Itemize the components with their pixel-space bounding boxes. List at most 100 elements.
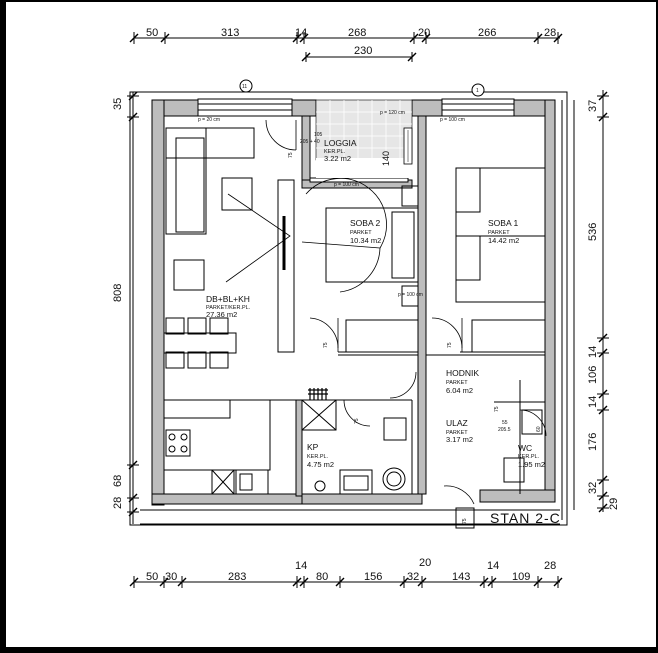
wc-toilet-icon [503, 457, 525, 483]
wardrobe-soba1-icon [471, 319, 546, 353]
svg-text:10.34 m2: 10.34 m2 [350, 236, 381, 245]
right-dim-3: 14 [587, 346, 599, 358]
axis-marker-1 [471, 83, 485, 97]
svg-text:PARKET/KER.PL.: PARKET/KER.PL. [206, 305, 251, 311]
armchair-icon [173, 259, 205, 291]
svg-text:6.04 m2: 6.04 m2 [446, 386, 473, 395]
left-dimension-line [127, 92, 139, 524]
svg-text:LOGGIA: LOGGIA [324, 138, 357, 148]
bottom-dimension-ticks [129, 577, 563, 587]
kp-washbasin-icon [339, 469, 373, 495]
room-label-loggia: LOGGIA KER.PL. 3.22 m2 [324, 138, 357, 163]
furniture [163, 127, 546, 529]
note-loggia-h: 140 [381, 151, 391, 166]
right-dim-6: 176 [587, 433, 599, 451]
note-p20: p = 20 cm [198, 117, 220, 123]
bottom-dim-8: 143 [452, 571, 470, 583]
axis-marker-11 [239, 79, 253, 93]
svg-text:1.95 m2: 1.95 m2 [518, 460, 545, 469]
svg-text:3.22 m2: 3.22 m2 [324, 154, 351, 163]
door-mark-6: 75 [462, 518, 468, 524]
living-door-swing-icon [225, 193, 291, 283]
svg-text:SOBA 2: SOBA 2 [350, 218, 381, 228]
right-dim-4: 106 [587, 366, 599, 384]
wardrobe-soba2-icon [345, 319, 419, 353]
svg-text:KER.PL.: KER.PL. [518, 454, 540, 460]
note-p100-soba2: p = 100 cm [334, 182, 359, 188]
top-dim-7: 28 [544, 27, 556, 39]
svg-text:KP: KP [307, 442, 319, 452]
room-label-soba1: SOBA 1 PARKET 14.42 m2 [488, 218, 519, 245]
bottom-dim-9: 14 [487, 560, 499, 572]
left-dim-3: 68 [112, 475, 124, 487]
door-mark-4: 75 [354, 418, 360, 424]
doors [225, 119, 547, 505]
top-dim-3: 14 [295, 27, 307, 39]
svg-text:KER.PL.: KER.PL. [307, 454, 329, 460]
note-loggia-w1: 105 [314, 132, 323, 138]
svg-text:27.36 m2: 27.36 m2 [206, 310, 237, 319]
note-p100-door: p = 100 cm [398, 292, 423, 298]
bottom-dim-1: 50 [146, 571, 158, 583]
door-mark-3: 75 [288, 152, 294, 158]
bottom-dim-10: 109 [512, 571, 530, 583]
door-mark-5: 75 [494, 406, 500, 412]
right-dim-5: 14 [587, 396, 599, 408]
bed-soba1-icon [455, 167, 546, 303]
note-loggia-w2: 205 + 40 [300, 139, 320, 145]
room-label-wc: WC KER.PL. 1.95 m2 [518, 443, 545, 469]
svg-text:ULAZ: ULAZ [446, 418, 468, 428]
windows [197, 98, 515, 183]
top-dim-5: 20 [418, 27, 430, 39]
svg-text:SOBA 1: SOBA 1 [488, 218, 519, 228]
shower-icon [301, 399, 337, 431]
dining-table-icon [163, 332, 237, 354]
washing-machine-icon [382, 467, 406, 491]
room-label-soba2: SOBA 2 PARKET 10.34 m2 [350, 218, 381, 245]
kitchen-counter-icon [164, 399, 231, 419]
wc-note-205: 205.5 [498, 427, 511, 433]
bed-soba2-icon [325, 207, 419, 283]
right-dim-2: 536 [587, 223, 599, 241]
svg-text:PARKET: PARKET [446, 380, 468, 386]
bottom-dimension-line [133, 576, 560, 588]
svg-text:KER.PL.: KER.PL. [324, 149, 346, 155]
top-dim-4: 268 [348, 27, 366, 39]
sofa-icon [165, 127, 207, 235]
right-dim-7: 32 [587, 482, 599, 494]
left-dim-4: 28 [112, 497, 124, 509]
top-dimension-ticks [129, 33, 563, 62]
top-dim-2: 313 [221, 27, 239, 39]
svg-text:3.17 m2: 3.17 m2 [446, 435, 473, 444]
left-dim-1: 35 [112, 98, 124, 110]
coffee-table-icon [221, 177, 253, 211]
bottom-dim-2: 30 [165, 571, 177, 583]
kitchen-sink-icon [235, 469, 269, 495]
axis-marker-11-label: 11 [242, 84, 247, 90]
note-p120: p = 120 cm [380, 110, 405, 116]
right-dimension-ticks [598, 91, 608, 513]
svg-text:14.42 m2: 14.42 m2 [488, 236, 519, 245]
top-dim-1: 50 [146, 27, 158, 39]
left-border-bar [2, 2, 6, 651]
room-label-hodnik: HODNIK PARKET 6.04 m2 [446, 368, 479, 395]
door-mark-2: 75 [447, 342, 453, 348]
note-p100-soba1: p = 100 cm [440, 117, 465, 123]
top-sub-dim: 230 [354, 45, 372, 57]
svg-text:HODNIK: HODNIK [446, 368, 479, 378]
top-dim-6: 266 [478, 27, 496, 39]
right-dim-8: 29 [608, 498, 620, 510]
door-mark-7: 60 [536, 426, 542, 432]
fridge-icon [211, 469, 235, 495]
svg-text:4.75 m2: 4.75 m2 [307, 460, 334, 469]
room-label-dnevna: DB+BL+KH PARKET/KER.PL. 27.36 m2 [206, 294, 251, 319]
bottom-dim-3: 283 [228, 571, 246, 583]
bottom-dim-4: 14 [295, 560, 307, 572]
svg-text:WC: WC [518, 443, 532, 453]
top-dimension-line [133, 32, 560, 62]
svg-text:PARKET: PARKET [488, 230, 510, 236]
right-dim-1: 37 [587, 100, 599, 112]
bottom-dim-6: 156 [364, 571, 382, 583]
